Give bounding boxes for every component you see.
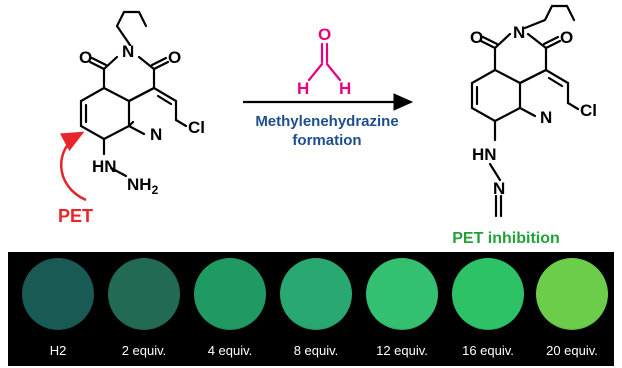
- left-chloro: Cl: [188, 118, 205, 137]
- arrow-label-line2: formation: [292, 132, 361, 149]
- sample-spot: [280, 258, 352, 330]
- sample-label: 2 equiv.: [121, 343, 167, 358]
- left-hydrazine-nh: HN: [92, 157, 117, 176]
- sample-label: 8 equiv.: [293, 343, 339, 358]
- pet-label: PET: [58, 206, 93, 226]
- pet-arrow: [59, 131, 87, 202]
- right-carbonyl-o: O: [470, 28, 483, 47]
- reaction-scheme: O O N N Cl HN NH2 PET O H H Methylenehyd…: [58, 4, 597, 247]
- sample-label: 12 equiv.: [376, 343, 428, 358]
- left-carbonyl-o2: O: [168, 48, 181, 67]
- right-chloro: Cl: [580, 101, 597, 120]
- left-molecule: [79, 10, 188, 178]
- reagent-h-left: H: [297, 79, 309, 98]
- sample-spot: [536, 258, 608, 330]
- left-molecule-labels: O O N N Cl HN NH2: [79, 42, 205, 197]
- formaldehyde-reagent: O H H: [297, 25, 351, 98]
- right-ring-n: N: [540, 108, 552, 127]
- sample-spot: [22, 258, 94, 330]
- left-hydrazine-nh2: NH2: [127, 175, 159, 197]
- sample-spot: [194, 258, 266, 330]
- fluorescence-strip: H2 2 equiv. 4 equiv. 8 equiv. 12 equiv. …: [8, 252, 614, 366]
- sample-label: 16 equiv.: [462, 343, 514, 358]
- pet-inhibition-label: PET inhibition: [452, 230, 560, 247]
- right-carbonyl-o2: O: [560, 28, 573, 47]
- left-ring-n: N: [150, 125, 162, 144]
- sample-spot: [452, 258, 524, 330]
- right-hydrazone-nh: HN: [472, 145, 497, 164]
- right-molecule-labels: O O N N Cl HN N: [470, 23, 597, 198]
- sample-label: H2: [49, 343, 67, 358]
- left-carbonyl-o: O: [79, 48, 92, 67]
- right-imide-n: N: [513, 23, 525, 42]
- arrow-label-line1: Methylenehydrazine: [255, 113, 398, 130]
- left-imide-n: N: [122, 42, 134, 61]
- sample-spot: [108, 258, 180, 330]
- sample-label: 20 equiv.: [546, 343, 598, 358]
- sample-spot: [366, 258, 438, 330]
- sample-label: 4 equiv.: [207, 343, 253, 358]
- reagent-oxygen: O: [318, 25, 331, 44]
- right-hydrazone-n: N: [493, 179, 505, 198]
- reagent-h-right: H: [339, 79, 351, 98]
- right-molecule: [470, 4, 580, 218]
